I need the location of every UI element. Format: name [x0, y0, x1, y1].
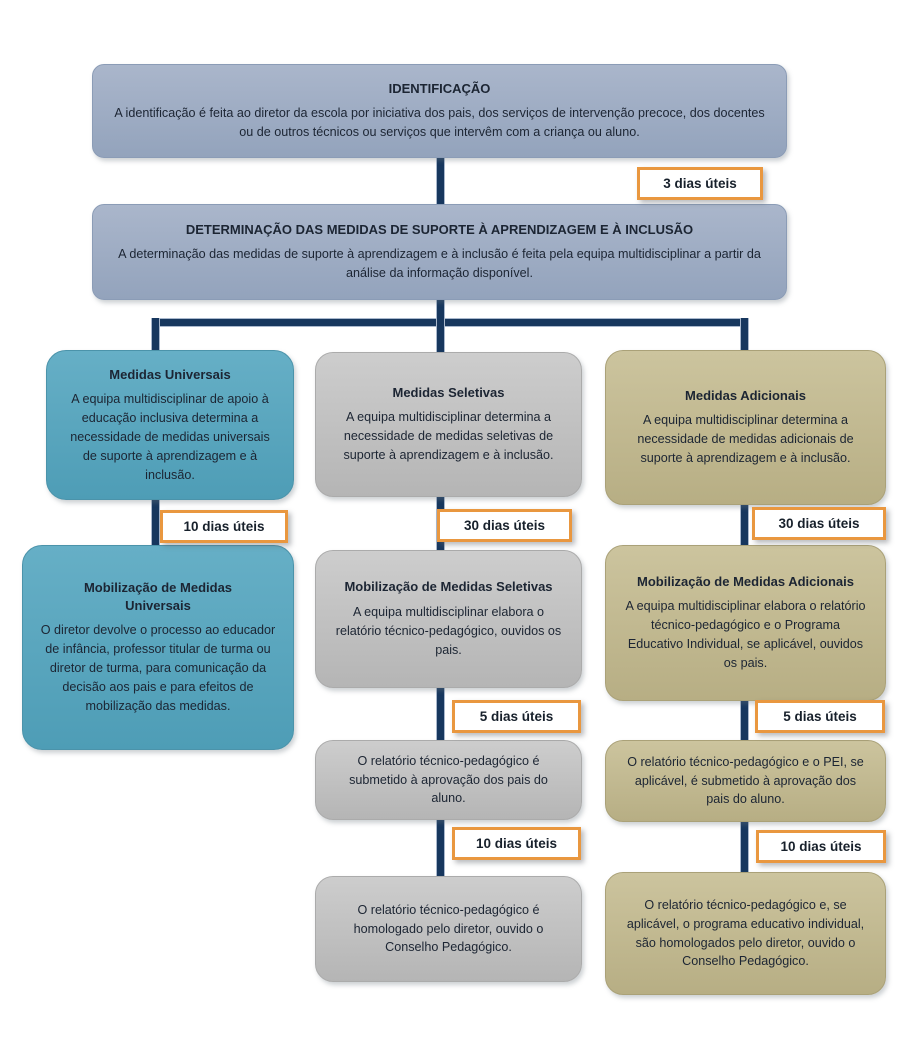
additional-deadline-badge-mobilization: 30 dias úteis: [752, 507, 886, 540]
identification-body: A identificação é feita ao diretor da es…: [114, 106, 765, 140]
selective-deadline-badge-mobilization: 30 dias úteis: [437, 509, 572, 542]
selective-homologation-body: O relatório técnico-pedagógico é homolog…: [353, 902, 544, 955]
branch-drop-universal: [151, 318, 160, 354]
selective-approval-body: O relatório técnico-pedagógico é submeti…: [349, 753, 548, 806]
additional-homologation-box: O relatório técnico-pedagógico e, se apl…: [605, 872, 886, 995]
connector-identification-determination: [436, 156, 445, 206]
additional-mobilization-body: A equipa multidisciplinar elabora o rela…: [625, 599, 866, 671]
connector-additional-mobilization: [740, 502, 749, 549]
universal-mobilization-title: Mobilização de Medidas Universais: [83, 580, 233, 613]
connector-additional-approval: [740, 698, 749, 744]
deadline-badge-identification-label: 3 dias úteis: [663, 176, 737, 191]
additional-deadline-mobilization-label: 30 dias úteis: [778, 516, 860, 531]
universal-measures-box: Medidas Universais A equipa multidiscipl…: [46, 350, 294, 500]
additional-mobilization-box: Mobilização de Medidas Adicionais A equi…: [605, 545, 886, 701]
selective-mobilization-title: Mobilização de Medidas Seletivas: [344, 579, 553, 595]
identification-title: IDENTIFICAÇÃO: [388, 80, 491, 96]
connector-selective-approval: [436, 685, 445, 743]
selective-homologation-box: O relatório técnico-pedagógico é homolog…: [315, 876, 582, 982]
selective-deadline-homologation-label: 10 dias úteis: [475, 836, 558, 851]
branch-horizontal-line: [151, 318, 749, 327]
universal-measures-body: A equipa multidisciplinar de apoio à edu…: [70, 392, 270, 482]
selective-deadline-mobilization-label: 30 dias úteis: [463, 518, 546, 533]
connector-additional-homologation: [740, 819, 749, 876]
selective-deadline-badge-homologation: 10 dias úteis: [452, 827, 581, 860]
additional-homologation-body: O relatório técnico-pedagógico e, se apl…: [626, 897, 865, 969]
universal-deadline-label: 10 dias úteis: [183, 519, 265, 534]
selective-approval-box: O relatório técnico-pedagógico é submeti…: [315, 740, 582, 820]
determination-title: DETERMINAÇÃO DAS MEDIDAS DE SUPORTE À AP…: [185, 221, 694, 237]
connector-determination-branch: [436, 298, 445, 324]
additional-deadline-badge-homologation: 10 dias úteis: [756, 830, 886, 863]
additional-deadline-homologation-label: 10 dias úteis: [780, 839, 862, 854]
selective-measures-box: Medidas Seletivas A equipa multidiscipli…: [315, 352, 582, 497]
identification-box: IDENTIFICAÇÃO A identificação é feita ao…: [92, 64, 787, 158]
connector-selective-homologation: [436, 817, 445, 879]
additional-measures-body: A equipa multidisciplinar determina a ne…: [637, 413, 854, 466]
deadline-badge-identification: 3 dias úteis: [637, 167, 763, 200]
additional-measures-box: Medidas Adicionais A equipa multidiscipl…: [605, 350, 886, 505]
universal-mobilization-box: Mobilização de Medidas Universais O dire…: [22, 545, 294, 750]
additional-approval-box: O relatório técnico-pedagógico e o PEI, …: [605, 740, 886, 822]
additional-measures-title: Medidas Adicionais: [685, 387, 806, 403]
determination-box: DETERMINAÇÃO DAS MEDIDAS DE SUPORTE À AP…: [92, 204, 787, 300]
universal-mobilization-body: O diretor devolve o processo ao educador…: [40, 623, 276, 713]
universal-deadline-badge-mobilization: 10 dias úteis: [160, 510, 288, 543]
selective-mobilization-box: Mobilização de Medidas Seletivas A equip…: [315, 550, 582, 688]
selective-measures-body: A equipa multidisciplinar determina a ne…: [343, 410, 554, 463]
additional-mobilization-title: Mobilização de Medidas Adicionais: [637, 573, 854, 589]
selective-deadline-badge-approval: 5 dias úteis: [452, 700, 581, 733]
universal-measures-title: Medidas Universais: [109, 366, 231, 382]
additional-deadline-approval-label: 5 dias úteis: [783, 709, 857, 724]
determination-body: A determinação das medidas de suporte à …: [118, 247, 761, 281]
additional-approval-body: O relatório técnico-pedagógico e o PEI, …: [627, 754, 864, 807]
selective-mobilization-body: A equipa multidisciplinar elabora o rela…: [335, 604, 562, 657]
selective-measures-title: Medidas Seletivas: [392, 384, 505, 400]
connector-universal-mobilization: [151, 496, 160, 549]
branch-drop-additional: [740, 318, 749, 354]
selective-deadline-approval-label: 5 dias úteis: [479, 709, 554, 724]
additional-deadline-badge-approval: 5 dias úteis: [755, 700, 885, 733]
branch-drop-selective: [436, 318, 445, 356]
